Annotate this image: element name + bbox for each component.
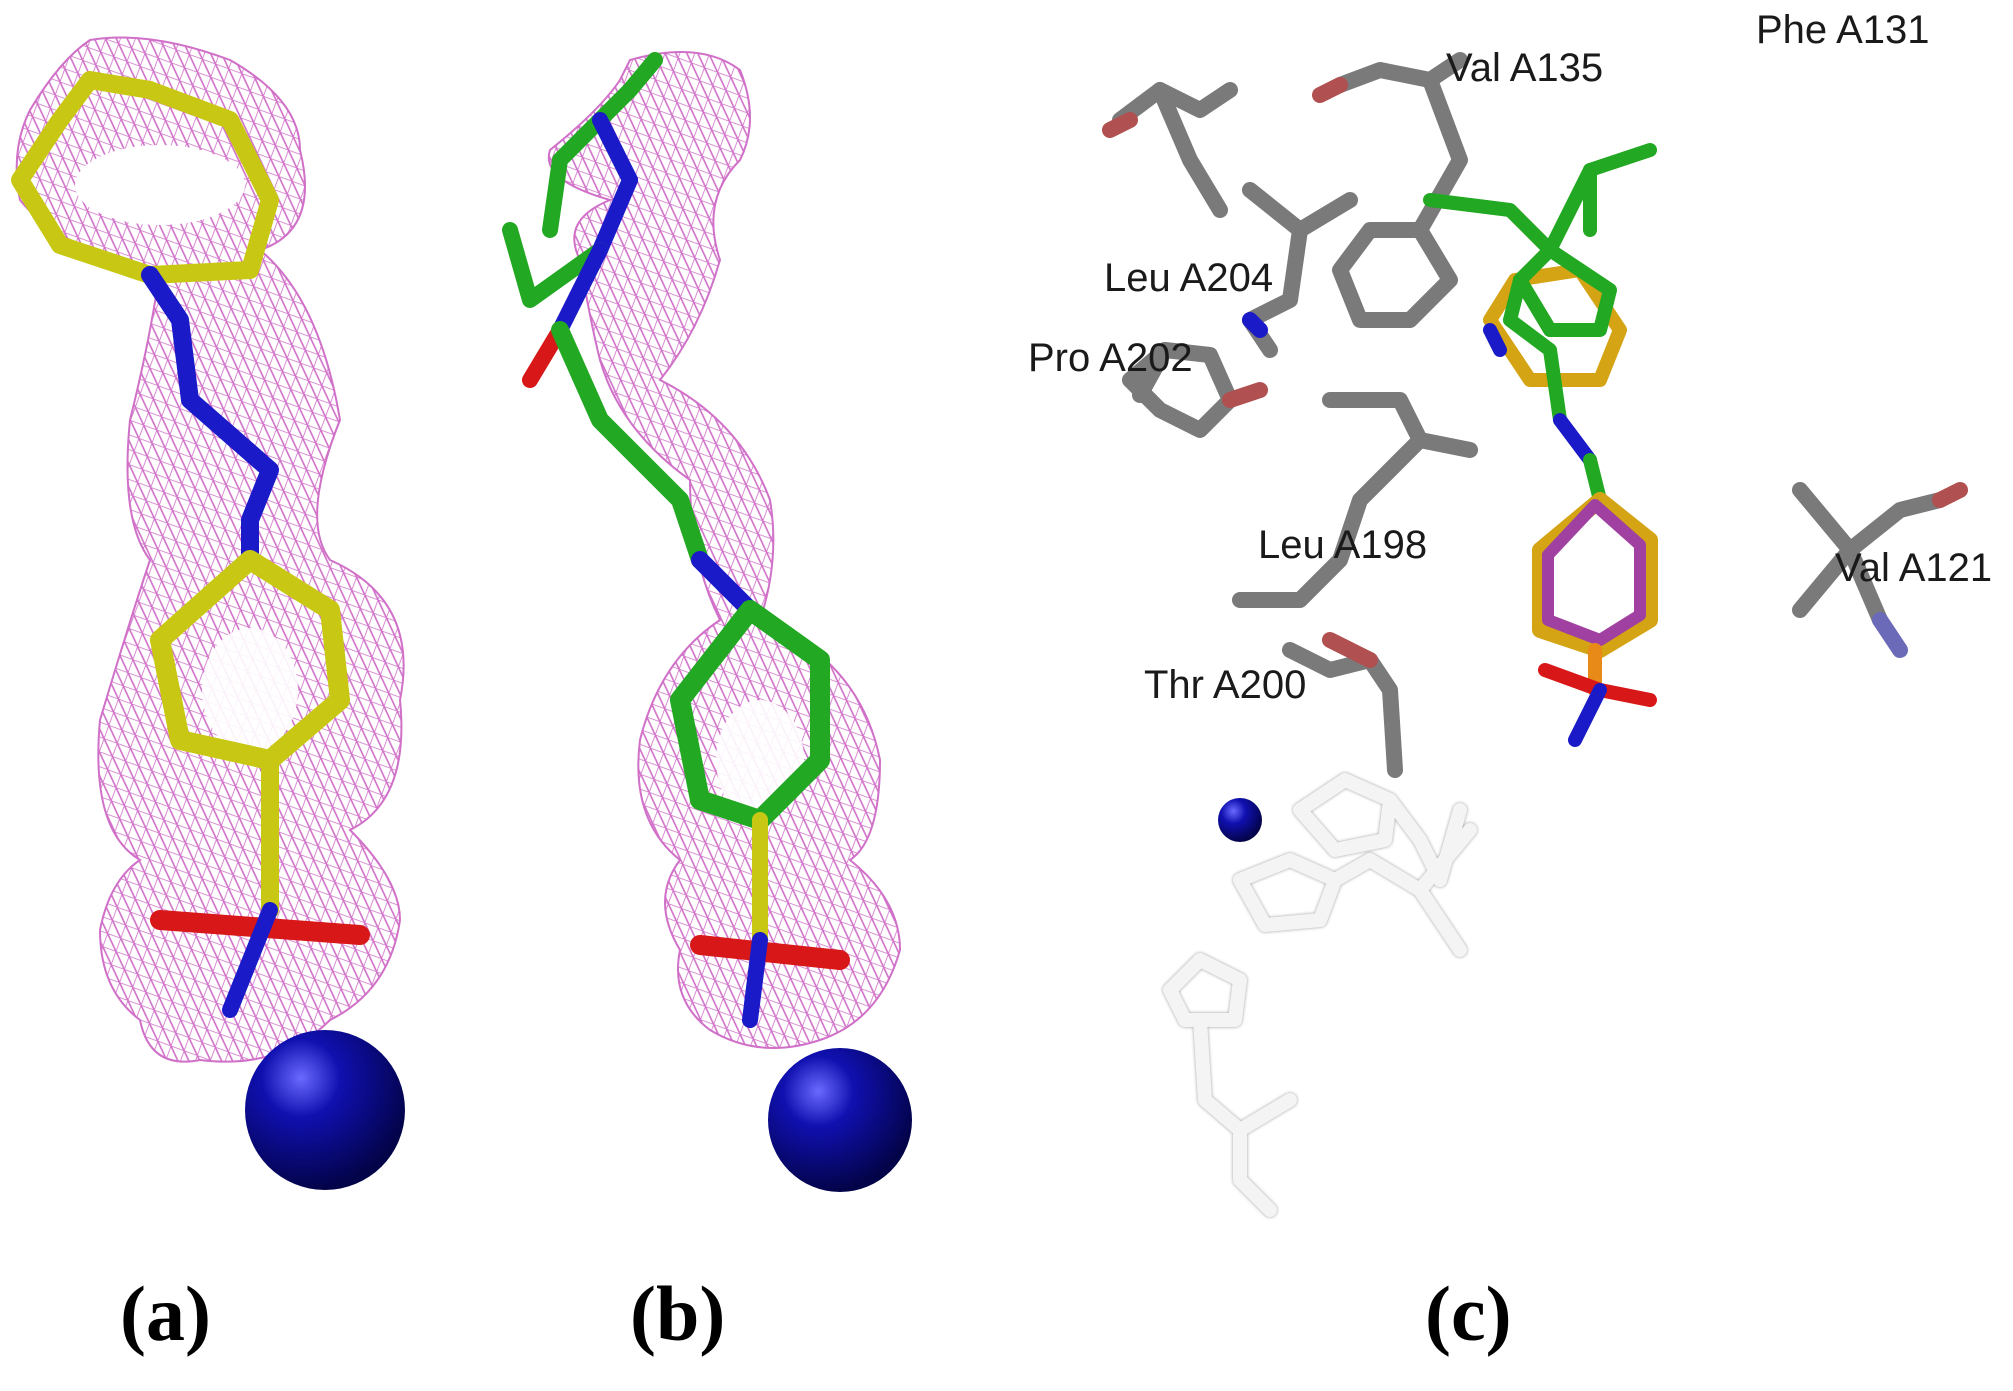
binding-site-view [1102,52,1968,1217]
residue-label-phe131: Phe A131 [1756,8,1930,52]
panel-c-label: (c) [1425,1270,1512,1357]
density-mesh [547,51,902,1049]
residue-label-thr200: Thr A200 [1144,663,1307,707]
ligand-a-sticks [11,71,370,1018]
zinc-ion [768,1048,912,1192]
superimposed-ligands [1423,143,1658,747]
panel-a: (a) [0,0,520,1391]
residue-label-val121: Val A121 [1835,546,1993,590]
panel-a-label: (a) [120,1270,211,1357]
panel-b: (b) [502,0,1020,1391]
protein-residues [1102,52,1968,778]
residue-label-val135: Val A135 [1446,46,1604,90]
ligand-b-sticks [502,52,850,1028]
ligand-b-density-map [502,51,912,1192]
residue-label-pro202: Pro A202 [1028,336,1193,380]
residue-label-leu198: Leu A198 [1258,523,1428,567]
panel-c: Val A135 Phe A131 Leu A204 Pro A202 Leu … [1000,0,2013,1391]
zinc-ion [245,1030,405,1190]
zinc-ion [1218,798,1262,842]
panel-b-label: (b) [630,1270,726,1357]
ligand-a-density-map [11,36,405,1190]
residue-label-leu204: Leu A204 [1104,256,1274,300]
density-mesh [15,36,405,1063]
histidine-residues [1163,773,1477,1217]
